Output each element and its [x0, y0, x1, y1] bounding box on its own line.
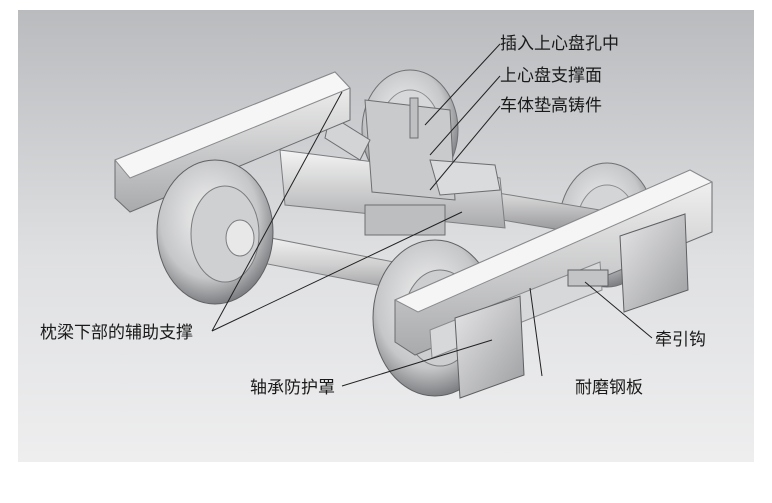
- label-body-raising-casting: 车体垫高铸件: [500, 96, 602, 116]
- label-wear-plate: 耐磨钢板: [575, 378, 643, 398]
- label-towing-hook: 牵引钩: [655, 330, 706, 350]
- label-bolster-aux-support: 枕梁下部的辅助支撑: [40, 323, 193, 343]
- front-left-wheel-hub: [190, 185, 260, 283]
- center-casting: [364, 99, 456, 201]
- label-upper-center-plate-support: 上心盘支撑面: [500, 66, 602, 86]
- center-plate: [364, 204, 446, 236]
- right-side-frame-top: [393, 169, 714, 313]
- axle-box-cover-rear: [619, 213, 689, 313]
- left-side-frame-top: [114, 71, 351, 179]
- axle-box-cover-front: [454, 295, 525, 399]
- center-pin: [409, 97, 419, 139]
- front-left-axle-end: [225, 219, 255, 257]
- towing-hook: [567, 269, 609, 287]
- label-axle-box-cover: 轴承防护罩: [250, 378, 335, 398]
- leader-lines: [211, 43, 653, 387]
- label-insert-upper-center-hole: 插入上心盘孔中: [500, 34, 619, 54]
